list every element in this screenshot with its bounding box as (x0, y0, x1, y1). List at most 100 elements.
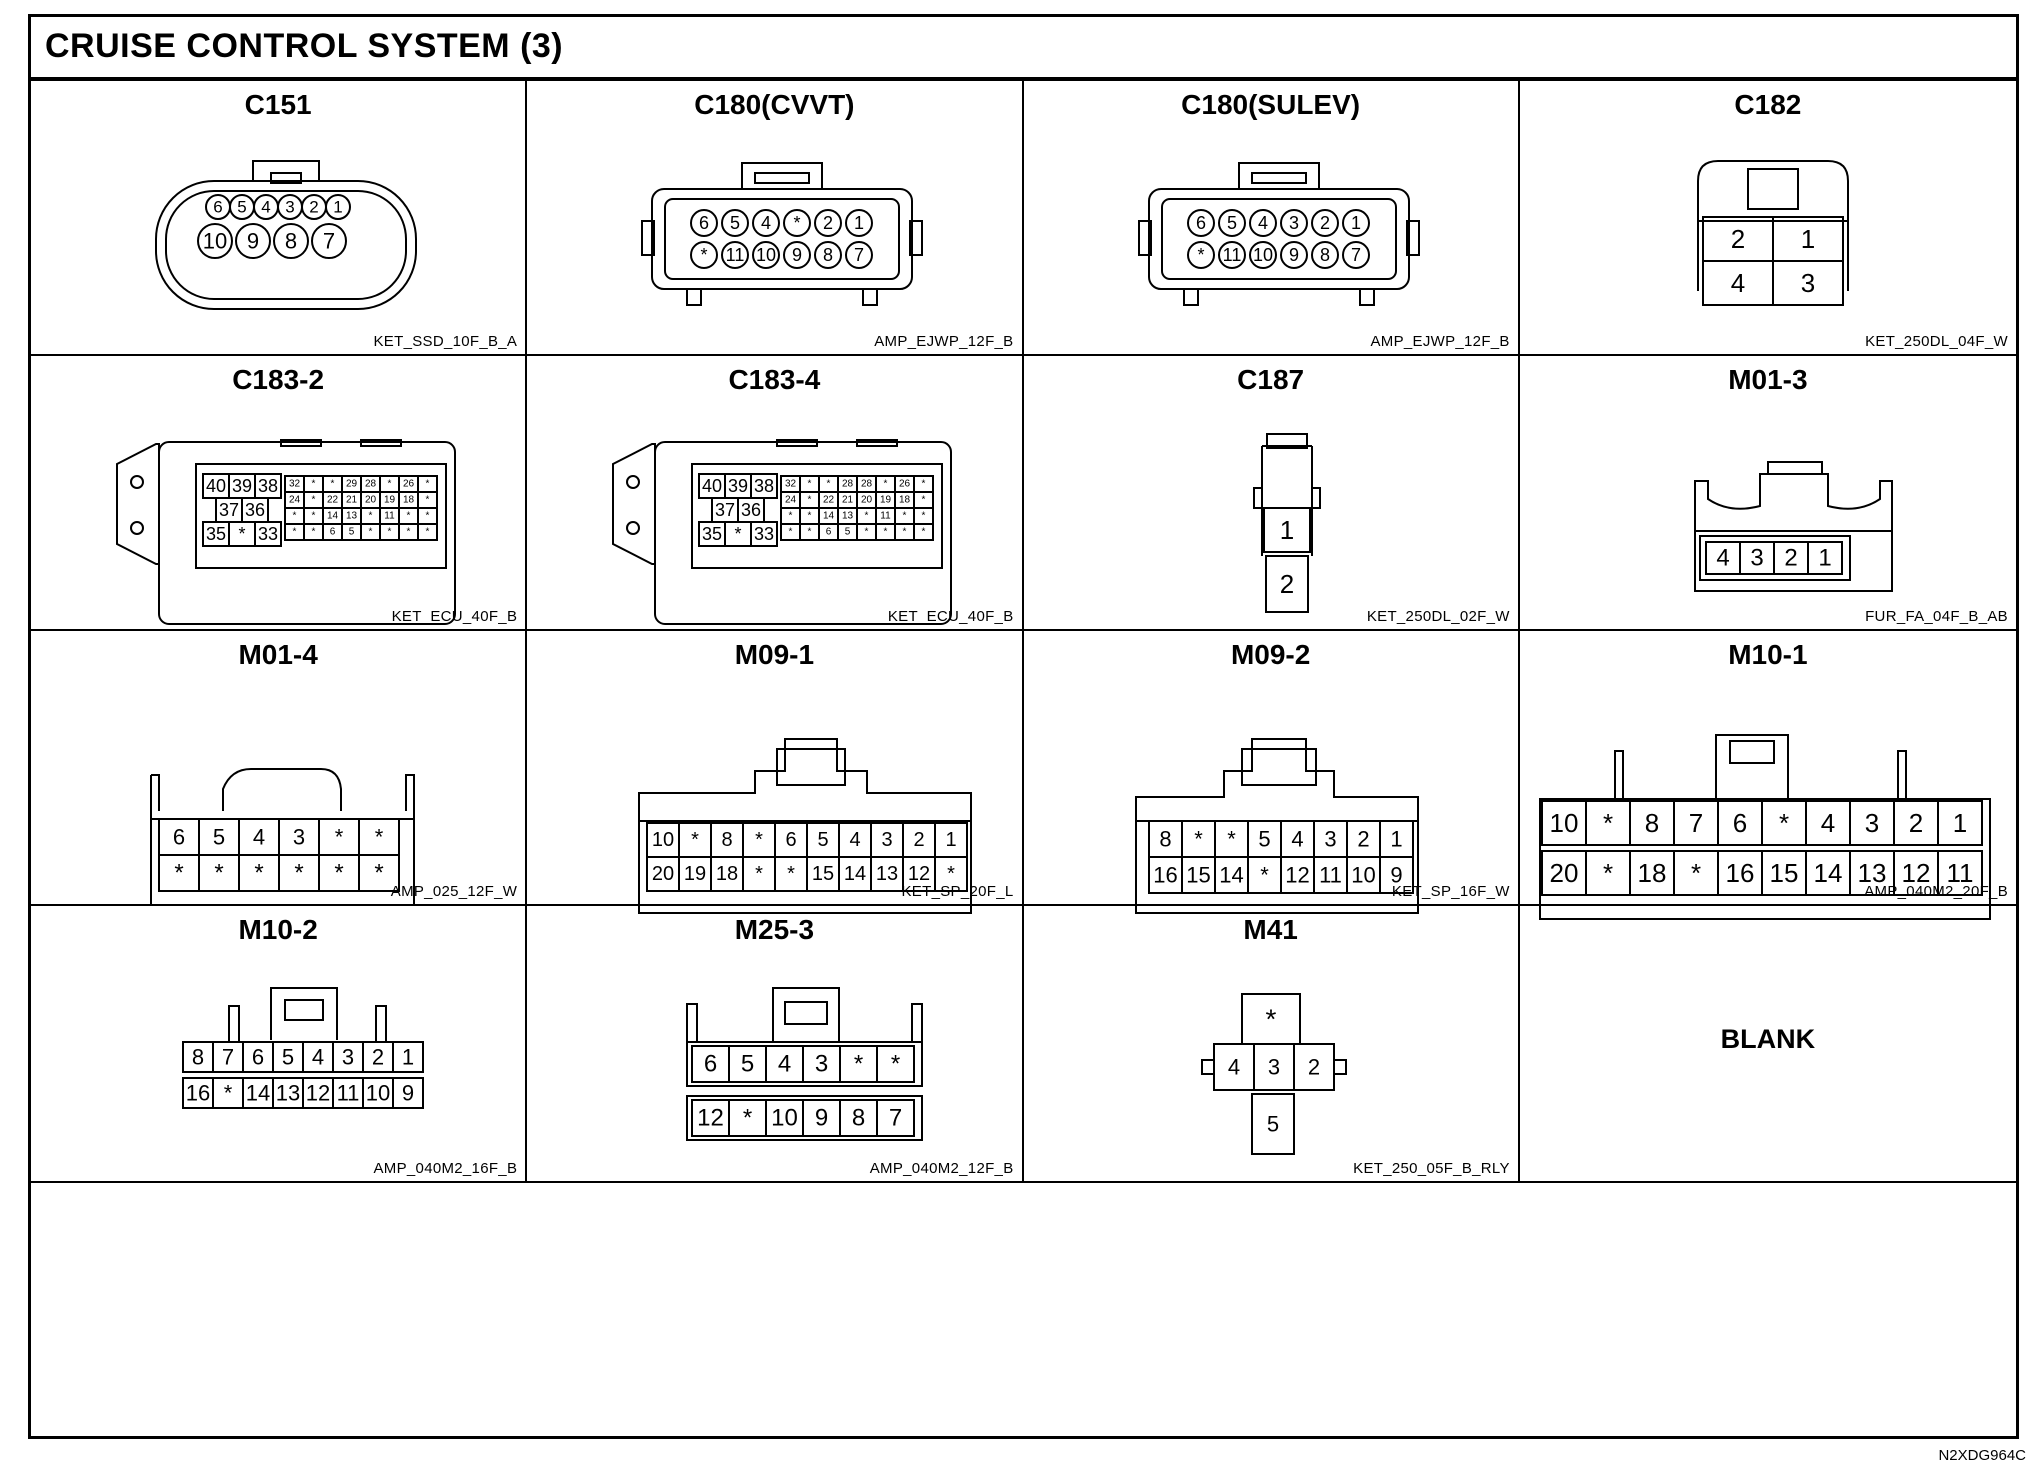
pin-label: 8 (722, 829, 733, 851)
pin-label: 5 (213, 825, 225, 850)
pin-label: 5 (349, 527, 355, 538)
pin-label: * (407, 527, 411, 538)
pin-label: * (426, 527, 430, 538)
latch (772, 987, 841, 1042)
pin-label: 6 (173, 825, 185, 850)
connector-cell-blank: BLANK (1520, 906, 2016, 1181)
pin-label: 3 (342, 1045, 354, 1070)
pin-label: 7 (854, 245, 864, 265)
pin-label: 4 (1731, 268, 1745, 298)
pin-label: 39 (728, 476, 748, 496)
housing-outline (150, 768, 415, 819)
pin-label: * (922, 511, 926, 522)
title-bar: CRUISE CONTROL SYSTEM (3) (31, 17, 2016, 81)
pin-label: * (903, 527, 907, 538)
pin-label: 18 (899, 495, 911, 506)
pin-cell (750, 521, 779, 547)
housing-outline (1696, 160, 1849, 281)
pin-label: 14 (844, 863, 866, 885)
pin-circle (1186, 209, 1215, 237)
pin-label: * (865, 511, 869, 522)
side-tab (1200, 1059, 1215, 1075)
pin-label: 26 (899, 479, 911, 490)
pin-label: * (312, 479, 316, 490)
pin-label: 11 (881, 511, 892, 522)
pin-label: 33 (754, 524, 774, 544)
pin-circle (1341, 241, 1370, 269)
connector-part-code: KET_SSD_10F_B_A (373, 333, 518, 350)
pin-label: 5 (818, 829, 829, 851)
pin-label: * (743, 1105, 752, 1132)
housing-outline (1538, 798, 1991, 920)
latch-slot (270, 172, 302, 184)
connector-name: M09-1 (734, 639, 815, 670)
pin-label: 4 (253, 825, 265, 850)
pin-label: 5 (1266, 1112, 1278, 1137)
pin-circle (1279, 209, 1308, 237)
pin-label: 32 (785, 479, 797, 490)
pin-label: 13 (346, 511, 358, 522)
pin-label: 4 (1821, 808, 1835, 838)
pin-label: 33 (258, 524, 278, 544)
latch (1240, 748, 1317, 786)
pin-label: * (1197, 245, 1204, 265)
pin-label: 4 (1227, 1055, 1239, 1080)
connector-part-code: KET_ECU_40F_B (391, 608, 518, 625)
pin-label: * (922, 479, 926, 490)
connector-name: M01-3 (1728, 364, 1808, 395)
latch-slot (1250, 172, 1307, 184)
pin-label: 6 (699, 213, 709, 233)
pin-label: * (808, 511, 812, 522)
side-rib (1405, 220, 1420, 256)
side-rib (1310, 487, 1321, 509)
mount-flange (612, 443, 657, 565)
pin-circle (721, 209, 750, 237)
connector-part-code: KET_250DL_04F_W (1865, 333, 2008, 350)
connector-part-code: KET_SP_16F_W (1391, 883, 1510, 900)
connector-name: M10-1 (1728, 639, 1808, 670)
pin-label: * (701, 245, 708, 265)
latch (1714, 734, 1789, 799)
pin-cell (913, 523, 935, 541)
pin-label: * (312, 527, 316, 538)
pin-field (1698, 535, 1851, 581)
pin-label: * (224, 1081, 233, 1106)
pin-label: * (789, 511, 793, 522)
pin-label: 4 (1716, 545, 1729, 572)
pin-label: 11 (1946, 858, 1973, 888)
pin-label: 6 (330, 527, 336, 538)
pin-label: * (388, 479, 392, 490)
pin-label: 38 (258, 476, 278, 496)
housing-outline (686, 1041, 924, 1087)
pin-label: 38 (754, 476, 774, 496)
pin-label: 19 (384, 495, 396, 506)
pin-label: 1 (402, 1045, 414, 1070)
pin-label: 20 (365, 495, 377, 506)
pin-label: 15 (1186, 863, 1210, 888)
pin-label: 6 (826, 527, 832, 538)
pin-label: 2 (1319, 213, 1329, 233)
pin-label: 2 (823, 213, 833, 233)
pin-cell (1771, 260, 1844, 306)
pin-circle (1217, 209, 1246, 237)
pin-label: * (312, 495, 316, 506)
housing-inner (1693, 530, 1893, 592)
pin-label: 10 (771, 1105, 798, 1132)
pin-label: 14 (1219, 863, 1243, 888)
pin-circle (783, 209, 812, 237)
pin-label: 15 (1769, 858, 1798, 888)
pin-label: 37 (715, 500, 735, 520)
pin-label: 1 (854, 213, 864, 233)
pin-label: 2 (1784, 545, 1797, 572)
pin-circle (783, 241, 812, 269)
